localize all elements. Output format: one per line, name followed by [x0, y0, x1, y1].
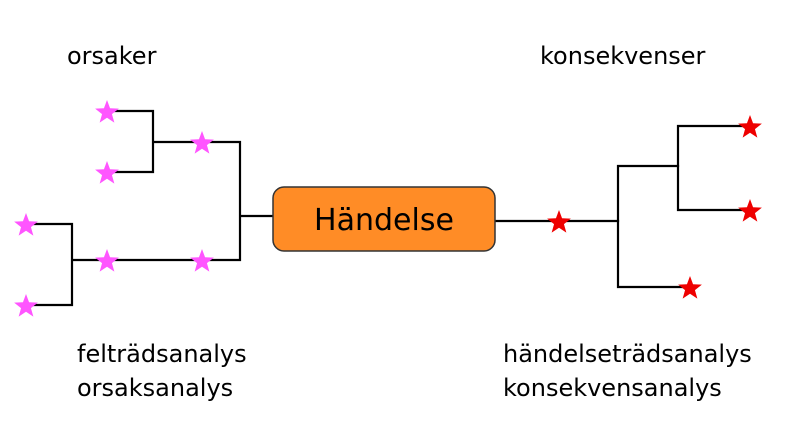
- star-icon: [190, 131, 214, 154]
- event-rect: [272, 186, 496, 252]
- star-icon: [678, 276, 702, 299]
- event-tree-branch-upper: [676, 124, 750, 212]
- star-shape: [14, 213, 38, 236]
- cause-stars: [14, 100, 214, 317]
- star-icon: [95, 100, 119, 123]
- star-shape: [190, 249, 214, 272]
- star-shape: [14, 294, 38, 317]
- star-shape: [95, 249, 119, 272]
- causes-method-1: felträdsanalys: [77, 340, 247, 368]
- star-icon: [190, 249, 214, 272]
- star-shape: [547, 210, 571, 233]
- star-shape: [95, 161, 119, 184]
- star-icon: [738, 199, 762, 222]
- consequences-title: konsekvenser: [540, 42, 706, 70]
- star-shape: [190, 131, 214, 154]
- star-icon: [95, 161, 119, 184]
- star-shape: [95, 100, 119, 123]
- fault-tree-branch-main: [200, 140, 277, 262]
- consequences-method-1: händelseträdsanalys: [503, 340, 752, 368]
- event-box: Händelse: [272, 186, 496, 252]
- event-tree-branches: [493, 124, 750, 289]
- star-icon: [95, 249, 119, 272]
- star-shape: [738, 199, 762, 222]
- consequences-method-2: konsekvensanalys: [503, 374, 722, 402]
- star-shape: [678, 276, 702, 299]
- star-shape: [738, 115, 762, 138]
- causes-title: orsaker: [67, 42, 157, 70]
- star-icon: [14, 213, 38, 236]
- causes-method-2: orsaksanalys: [77, 374, 233, 402]
- event-label: Händelse: [314, 203, 454, 238]
- fault-tree-branch-upper: [105, 109, 204, 174]
- consequence-stars: [547, 115, 762, 299]
- star-icon: [547, 210, 571, 233]
- fault-tree-branches: [24, 109, 277, 307]
- star-icon: [14, 294, 38, 317]
- fault-tree-branch-lower: [24, 222, 204, 307]
- star-icon: [738, 115, 762, 138]
- event-tree-branch-main: [616, 164, 692, 289]
